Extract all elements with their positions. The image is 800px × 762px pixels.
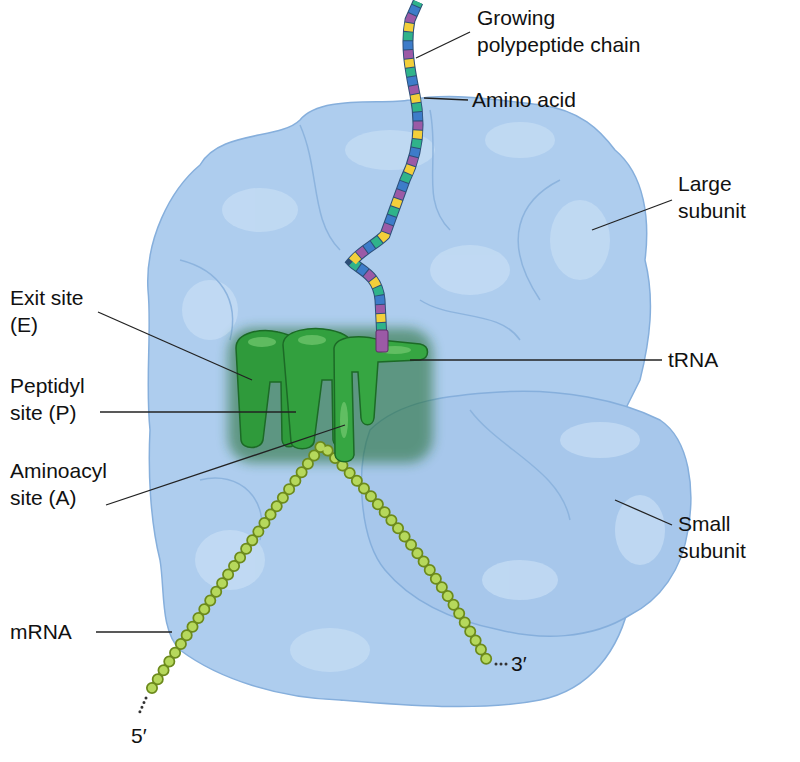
- mrna-dotted-end: [138, 698, 146, 716]
- trna-highlight: [340, 402, 348, 438]
- crease-line: [430, 110, 450, 230]
- crease-line: [180, 260, 233, 340]
- leader-line: [96, 631, 172, 632]
- trna-halo: [228, 328, 433, 463]
- crease-line: [518, 180, 560, 300]
- part-label: Small subunit: [678, 510, 768, 564]
- leader-line: [424, 98, 468, 100]
- part-label: tRNA: [668, 346, 748, 373]
- amino-acid-teal: [352, 2, 418, 340]
- leader-line: [410, 359, 662, 360]
- part-label: mRNA: [10, 618, 100, 645]
- amino-acid-blue: [352, 2, 418, 340]
- polypeptide-outline: [352, 2, 418, 340]
- surface-highlight: [482, 560, 558, 600]
- surface-texture: [482, 422, 665, 600]
- part-label: Peptidyl site (P): [10, 372, 105, 426]
- part-label: Large subunit: [678, 170, 768, 224]
- crease-line: [420, 300, 520, 340]
- crease-line: [300, 125, 340, 250]
- trna-highlight: [298, 335, 326, 345]
- leader-line: [416, 32, 470, 58]
- part-label: Exit site (E): [10, 284, 105, 338]
- leader-line: [100, 411, 296, 412]
- surface-highlight: [615, 495, 665, 565]
- leader-line: [615, 500, 672, 525]
- part-label: Amino acid: [472, 86, 612, 113]
- mrna-dotted-end: [496, 663, 508, 666]
- amino-acid-attached: [376, 330, 388, 352]
- part-label: Growing polypeptide chain: [477, 4, 652, 58]
- part-label: Aminoacyl site (A): [10, 457, 122, 511]
- crease-line: [470, 410, 570, 520]
- part-label: 3′: [511, 650, 551, 677]
- trna-aminoacyl: [334, 337, 428, 462]
- surface-highlight: [222, 188, 298, 232]
- leader-lines: [96, 32, 672, 632]
- surface-highlight: [560, 422, 640, 458]
- amino-acid-yellow: [352, 2, 418, 340]
- part-label: 5′: [131, 722, 171, 749]
- surface-highlight: [485, 122, 555, 158]
- leader-line: [592, 200, 672, 230]
- leader-line: [98, 312, 252, 380]
- mrna-bead-outline: [152, 445, 488, 688]
- surface-highlight: [290, 628, 370, 672]
- trna-highlight: [248, 337, 276, 347]
- amino-acid-purple: [352, 2, 418, 340]
- surface-highlight: [550, 200, 610, 280]
- leader-line: [106, 425, 345, 505]
- surface-highlight: [182, 280, 238, 340]
- surface-highlight: [430, 245, 510, 295]
- mrna-beads: [152, 445, 488, 688]
